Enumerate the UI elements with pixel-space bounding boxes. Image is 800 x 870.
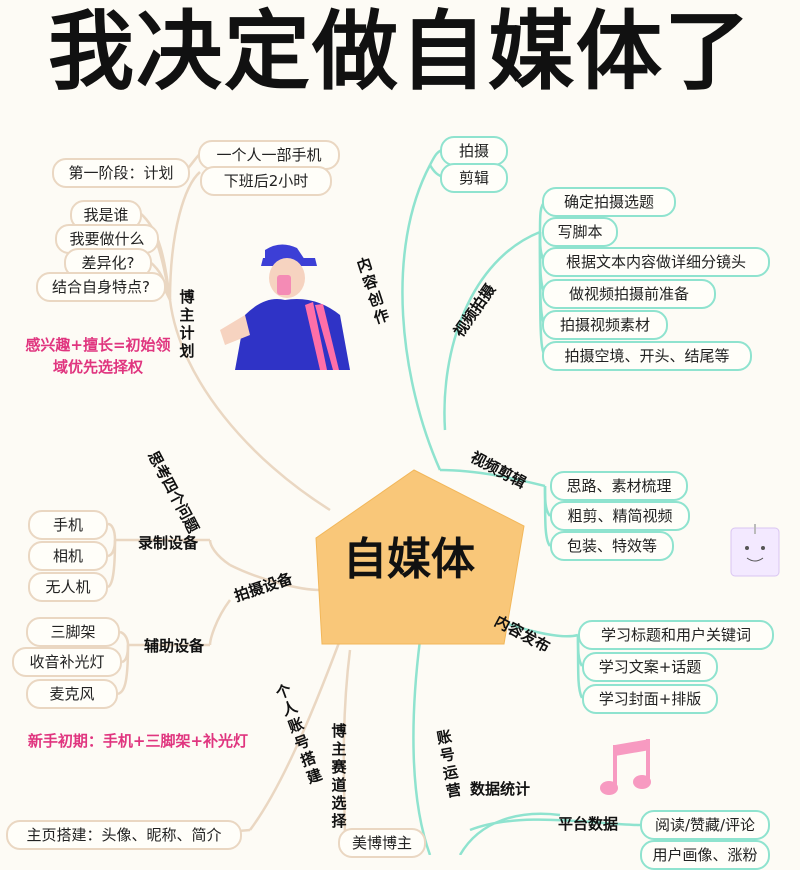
shooting-item-4: 做视频拍摄前准备 bbox=[542, 279, 716, 309]
shooting-item-5: 拍摄视频素材 bbox=[542, 310, 668, 340]
center-label: 自媒体 bbox=[343, 534, 475, 585]
plan-branch-label: 博主计划 bbox=[179, 288, 195, 360]
track-item-1: 美博博主 bbox=[338, 828, 426, 858]
plan-condition-2: 下班后2小时 bbox=[200, 166, 332, 196]
record-item-2: 相机 bbox=[28, 541, 108, 571]
equipment-tip: 新手初期：手机+三脚架+补光灯 bbox=[27, 732, 249, 750]
content-item-1: 拍摄 bbox=[440, 136, 508, 166]
editing-item-1: 思路、素材梳理 bbox=[550, 471, 688, 501]
plan-tip-line-2: 域优先选择权 bbox=[52, 358, 143, 376]
publish-item-3: 学习封面+排版 bbox=[582, 684, 718, 714]
page-title: 我决定做自媒体了 bbox=[48, 2, 752, 102]
account-item-1: 阅读/赞藏/评论 bbox=[640, 810, 770, 840]
data-stats-label: 数据统计 bbox=[470, 780, 531, 798]
aux-item-1: 三脚架 bbox=[26, 617, 120, 647]
shooting-item-3: 根据文本内容做详细分镜头 bbox=[542, 247, 770, 277]
homepage-setup: 主页搭建：头像、昵称、简介 bbox=[6, 820, 242, 850]
publish-item-1: 学习标题和用户关键词 bbox=[578, 620, 774, 650]
record-item-1: 手机 bbox=[28, 510, 108, 540]
account-item-2: 用户画像、涨粉 bbox=[640, 840, 770, 870]
aux-item-2: 收音补光灯 bbox=[12, 647, 122, 677]
music-note-icon bbox=[600, 739, 651, 795]
question-4: 结合自身特点? bbox=[36, 272, 166, 302]
person-illustration bbox=[220, 244, 350, 370]
plan-stage: 第一阶段：计划 bbox=[52, 158, 190, 188]
shooting-item-6: 拍摄空境、开头、结尾等 bbox=[542, 341, 752, 371]
center-node bbox=[315, 469, 525, 645]
shooting-item-1: 确定拍摄选题 bbox=[542, 187, 676, 217]
content-item-2: 剪辑 bbox=[440, 163, 508, 193]
editing-item-3: 包装、特效等 bbox=[550, 531, 674, 561]
record-equipment-label: 录制设备 bbox=[138, 534, 199, 552]
aux-equipment-label: 辅助设备 bbox=[144, 637, 205, 655]
editing-item-2: 粗剪、精简视频 bbox=[550, 501, 690, 531]
track-branch-label: 博主赛道选择 bbox=[331, 722, 347, 830]
publish-item-2: 学习文案+话题 bbox=[582, 652, 718, 682]
record-item-3: 无人机 bbox=[28, 572, 108, 602]
sticky-note-icon bbox=[730, 524, 780, 577]
shooting-item-2: 写脚本 bbox=[542, 217, 618, 247]
aux-item-3: 麦克风 bbox=[26, 679, 118, 709]
plan-tip-line-1: 感兴趣+擅长=初始领 bbox=[25, 336, 171, 354]
platform-data-label: 平台数据 bbox=[558, 815, 619, 833]
